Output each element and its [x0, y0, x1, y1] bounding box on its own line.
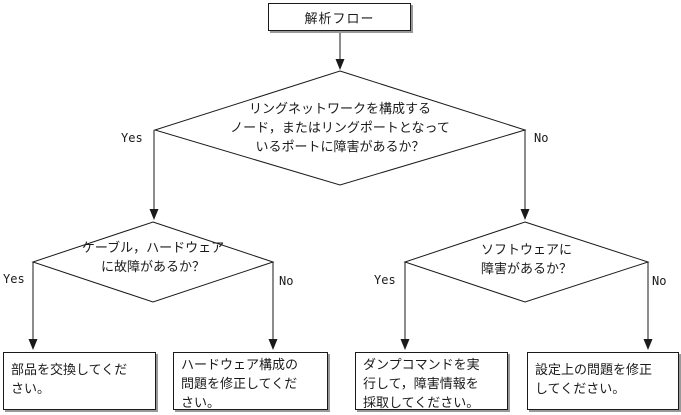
decision-3-diamond	[403, 221, 650, 303]
decision-1-line-2: ノード，またはリングポートとなって	[230, 121, 450, 136]
decision-3-line-2: 障害があるか？	[480, 262, 572, 277]
arrowhead-action-3	[400, 339, 410, 350]
action-node-fix-hardware-config: ハードウェア構成の 問題を修正してくだ さい。	[173, 352, 328, 411]
arrowhead-action-2	[268, 339, 278, 350]
decision-3-no-label: No	[652, 274, 667, 288]
action-4-line-2: してください。	[535, 382, 626, 397]
start-node-label: 解析フロー	[304, 11, 375, 27]
decision-3-yes-label: Yes	[374, 273, 396, 287]
decision-2-line-2: に故障があるか？	[100, 260, 205, 275]
action-4-line-1: 設定上の問題を修正	[535, 363, 653, 378]
decision-2-label: ケーブル，ハードウェア に故障があるか？	[33, 239, 273, 277]
action-node-fix-settings: 設定上の問題を修正 してください。	[527, 352, 679, 410]
decision-1-diamond	[153, 70, 527, 186]
decision-1-label: リングネットワークを構成する ノード，またはリングポートとなって いるポートに障…	[155, 100, 525, 157]
decision-3-line-1: ソフトウェアに	[480, 243, 572, 258]
action-3-line-2: 行して，障害情報を	[363, 377, 479, 392]
decision-2-yes-label: Yes	[3, 272, 25, 286]
action-2-line-2: 問題を修正してくだ	[181, 377, 298, 392]
decision-2-diamond	[31, 221, 275, 303]
arrowhead-decision-1	[335, 59, 345, 70]
decision-1-no-label: No	[534, 131, 549, 145]
action-node-replace-parts: 部品を交換してくだ さい。	[3, 352, 156, 410]
decision-1-yes-label: Yes	[121, 131, 143, 145]
decision-1-line-3: いるポートに障害があるか？	[255, 140, 425, 155]
action-1-line-2: さい。	[11, 382, 51, 397]
action-3-line-1: ダンプコマンドを実	[363, 358, 480, 373]
start-node: 解析フロー	[268, 3, 411, 31]
action-2-line-3: さい。	[181, 396, 221, 411]
action-node-run-dump-command: ダンプコマンドを実 行して，障害情報を 採取してください。	[355, 352, 508, 411]
arrowhead-action-1	[28, 339, 38, 350]
arrowhead-decision-3	[520, 209, 530, 220]
decision-2-line-1: ケーブル，ハードウェア	[81, 241, 225, 256]
decision-1-line-1: リングネットワークを構成する	[248, 102, 431, 117]
action-1-line-1: 部品を交換してくだ	[11, 363, 128, 378]
arrowhead-decision-2	[149, 209, 159, 220]
action-3-line-3: 採取してください。	[363, 396, 480, 411]
decision-3-label: ソフトウェアに 障害があるか？	[405, 241, 648, 279]
decision-2-no-label: No	[279, 274, 294, 288]
action-2-line-1: ハードウェア構成の	[181, 358, 299, 373]
arrowhead-action-4	[643, 339, 653, 350]
